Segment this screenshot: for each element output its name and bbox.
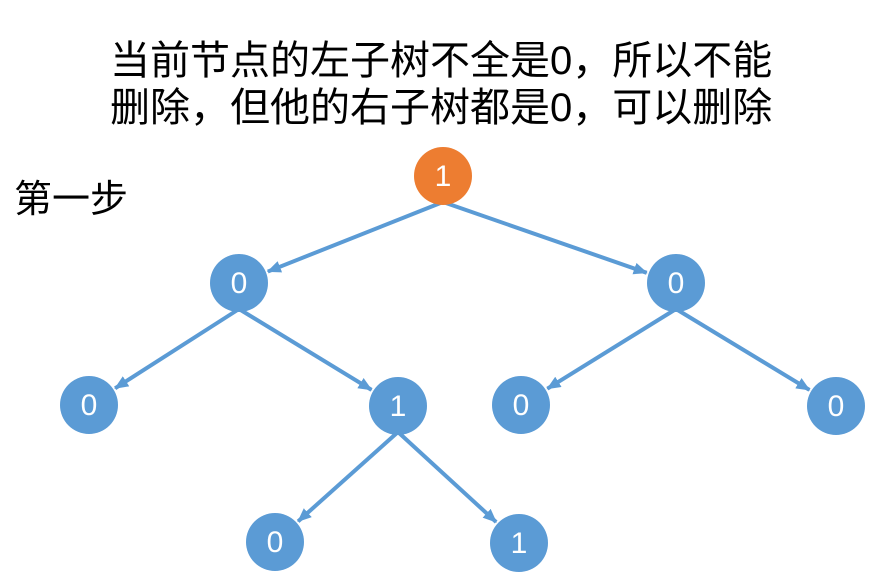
tree-node-circle-lrr — [490, 514, 548, 572]
tree-node-circle-rl — [492, 376, 550, 434]
tree-edge-l-lr — [237, 307, 373, 392]
title-line-2: 删除，但他的右子树都是0，可以删除 — [110, 86, 773, 130]
tree-node-root: 1 — [414, 147, 472, 205]
tree-node-r: 0 — [647, 254, 705, 312]
tree-node-lrl: 0 — [246, 513, 304, 571]
tree-node-label-ll: 0 — [81, 389, 98, 422]
tree-node-circle-ll — [60, 376, 118, 434]
tree-node-label-l: 0 — [231, 267, 248, 300]
title-line-1: 当前节点的左子树不全是0，所以不能 — [110, 39, 773, 83]
tree-node-label-r: 0 — [668, 267, 685, 300]
tree-node-ll: 0 — [60, 376, 118, 434]
tree-node-circle-lr — [369, 377, 427, 435]
tree-node-label-rl: 0 — [513, 389, 530, 422]
tree-node-l: 0 — [210, 254, 268, 312]
tree-edge-r-rl — [546, 307, 678, 391]
tree-node-label-root: 1 — [435, 160, 452, 193]
tree-edge-l-ll — [114, 307, 241, 390]
tree-node-circle-lrl — [246, 513, 304, 571]
tree-node-label-lrl: 0 — [267, 526, 284, 559]
title-text: 当前节点的左子树不全是0，所以不能 删除，但他的右子树都是0，可以删除 — [110, 38, 772, 132]
tree-node-label-lr: 1 — [390, 390, 407, 423]
tree-node-label-lrr: 1 — [511, 527, 528, 560]
tree-edge-root-l — [266, 200, 444, 274]
tree-node-lrr: 1 — [490, 514, 548, 572]
tree-node-label-rr: 0 — [828, 390, 845, 423]
tree-edges — [114, 200, 811, 524]
tree-node-rl: 0 — [492, 376, 550, 434]
tree-edge-root-r — [442, 200, 648, 275]
tree-node-circle-root — [414, 147, 472, 205]
tree-edge-r-rr — [674, 307, 811, 392]
tree-node-circle-rr — [807, 377, 865, 435]
step-label: 第一步 — [14, 179, 129, 221]
tree-edge-lr-lrl — [296, 430, 400, 523]
tree-node-rr: 0 — [807, 377, 865, 435]
tree-node-lr: 1 — [369, 377, 427, 435]
tree-node-circle-r — [647, 254, 705, 312]
tree-nodes: 1 0 0 0 1 0 0 0 1 — [60, 147, 865, 572]
tree-node-circle-l — [210, 254, 268, 312]
tree-edge-lr-lrr — [396, 430, 498, 524]
